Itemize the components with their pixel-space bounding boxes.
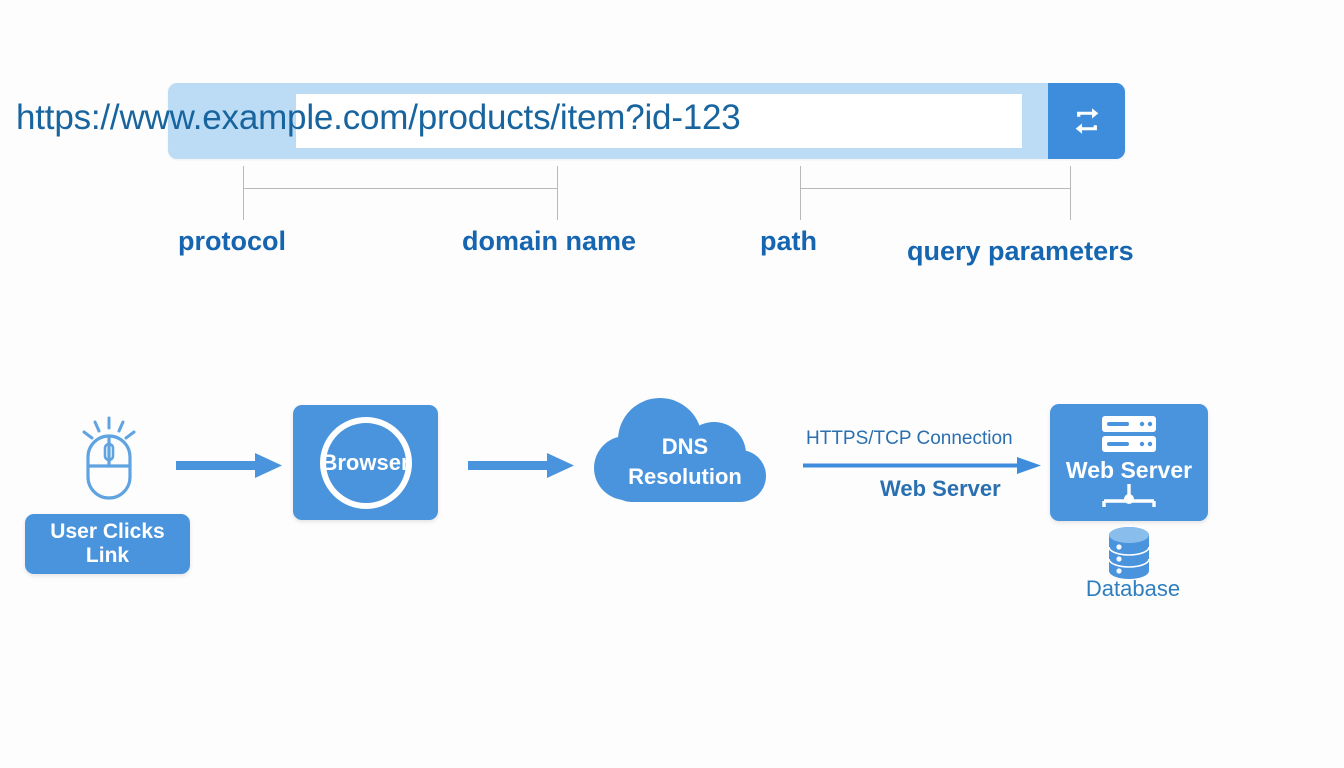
server-rack-icon (1102, 416, 1156, 507)
arrow-dns-to-server (803, 455, 1043, 482)
arrow-user-to-browser (176, 452, 284, 483)
connection-bottom-label: Web Server (880, 476, 1001, 501)
bracket-span-2 (800, 188, 1071, 189)
bracket-tick-1 (243, 166, 244, 220)
database-cylinder-icon (1103, 525, 1155, 586)
bracket-span-1 (243, 188, 558, 189)
url-input-field[interactable] (296, 94, 1022, 148)
bracket-tick-3 (800, 166, 801, 220)
browser-node[interactable]: Browser (293, 405, 438, 520)
url-part-label-protocol: protocol (178, 226, 286, 256)
user-clicks-link-label: User Clicks Link (50, 519, 165, 567)
database-label: Database (1085, 576, 1181, 601)
web-server-node[interactable]: Web Server (1050, 404, 1208, 521)
dns-resolution-label: DNS Resolution (628, 434, 742, 489)
url-bar[interactable] (168, 83, 1125, 159)
web-server-label: Web Server (1065, 457, 1193, 483)
bracket-tick-4 (1070, 166, 1071, 220)
circle-outline-icon (319, 416, 412, 509)
url-part-label-query: query parameters (907, 236, 1134, 266)
connection-top-label: HTTPS/TCP Connection (806, 428, 1013, 449)
mouse-click-icon (78, 416, 140, 511)
refresh-icon (1075, 108, 1098, 134)
refresh-button[interactable] (1048, 83, 1125, 159)
url-text: https://www.example.com/products/item?id… (16, 98, 741, 137)
cloud-icon (590, 398, 780, 513)
bracket-tick-2 (557, 166, 558, 220)
browser-label: Browser (321, 449, 410, 475)
arrow-browser-to-dns (468, 452, 576, 483)
user-clicks-link-node[interactable]: User Clicks Link (25, 514, 190, 574)
url-part-label-domain: domain name (462, 226, 637, 256)
url-part-label-path: path (760, 226, 817, 256)
